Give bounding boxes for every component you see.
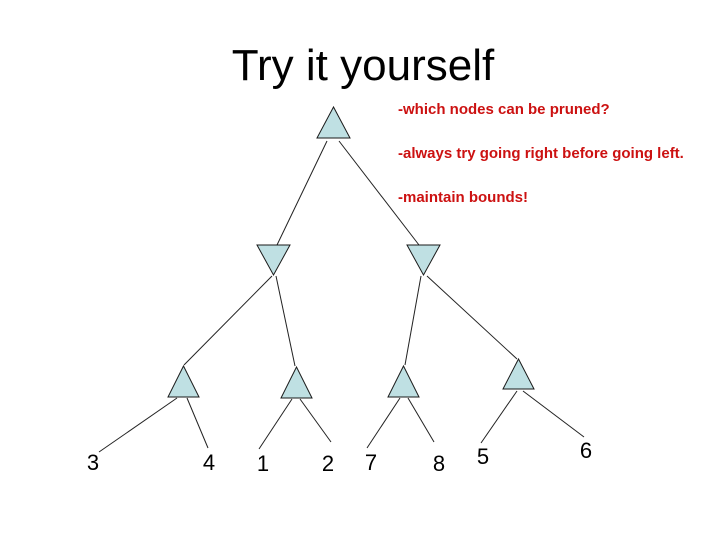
tree-edge-13 — [480, 390, 518, 444]
max-node-root — [316, 105, 351, 139]
max-node-1 — [167, 364, 200, 398]
max-node-3 — [387, 364, 420, 398]
max-node-2 — [280, 365, 313, 399]
min-node-left — [256, 244, 291, 277]
tree-edge-10 — [299, 398, 332, 443]
tree-edge-4 — [275, 275, 296, 367]
leaf-value-7: 7 — [365, 450, 377, 475]
tree-edge-6 — [426, 275, 518, 360]
leaf-value-1: 1 — [257, 451, 269, 476]
tree-edge-9 — [258, 398, 293, 450]
tree-edge-11 — [366, 397, 401, 449]
tree-edge-1 — [276, 140, 328, 246]
annotation-line-1: -which nodes can be pruned? — [398, 101, 610, 118]
annotations: -which nodes can be pruned? -always try g… — [398, 100, 718, 232]
leaf-value-5: 5 — [477, 444, 489, 469]
leaf-value-6: 6 — [580, 438, 592, 463]
tree-edge-7 — [98, 397, 178, 453]
annotation-line-2: -always try going right before going lef… — [398, 145, 684, 162]
min-node-right — [406, 244, 441, 277]
max-node-4 — [502, 357, 535, 390]
tree-edge-5 — [404, 275, 422, 366]
slide-title: Try it yourself — [231, 41, 495, 90]
tree-edge-3 — [183, 275, 273, 366]
tree-edge-8 — [186, 397, 209, 449]
annotation-line-3: -maintain bounds! — [398, 189, 528, 206]
tree-edge-14 — [522, 390, 585, 438]
leaf-value-8: 8 — [433, 451, 445, 476]
tree-edge-12 — [407, 397, 435, 443]
leaf-value-3: 3 — [87, 450, 99, 475]
leaf-value-2: 2 — [322, 451, 334, 476]
leaf-value-4: 4 — [203, 450, 215, 475]
tree-edge-2 — [338, 140, 420, 246]
